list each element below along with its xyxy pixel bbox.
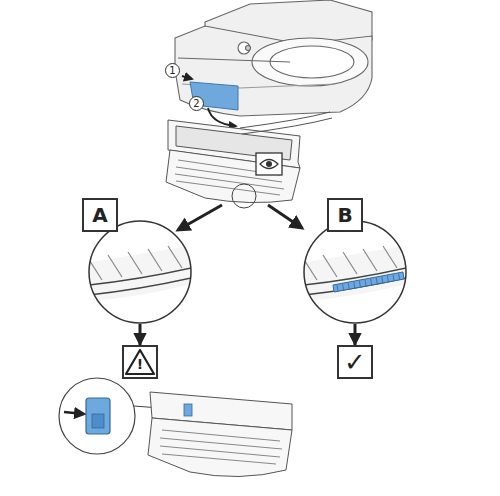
flow-arrow bbox=[354, 324, 357, 345]
blue-cover bbox=[190, 82, 238, 110]
warning-mark: ! bbox=[122, 355, 158, 373]
panel-drawing bbox=[166, 112, 332, 203]
zoom-detail: A bbox=[82, 198, 194, 324]
check-mark: ✓ bbox=[337, 345, 373, 379]
switch-detail bbox=[59, 378, 292, 477]
swing-arrow bbox=[208, 108, 236, 126]
look-symbol bbox=[256, 153, 282, 175]
callout-number: 1 bbox=[165, 63, 180, 78]
look-circle bbox=[232, 184, 256, 208]
option-letter: A bbox=[82, 198, 118, 232]
choice-arrow bbox=[178, 205, 222, 230]
flow-arrow bbox=[139, 324, 142, 345]
ok-sign: ✓ bbox=[337, 345, 373, 379]
toilet-drawing bbox=[175, 0, 372, 116]
choice-arrow bbox=[268, 205, 302, 228]
press-arrow bbox=[182, 76, 192, 79]
zoom-detail: B bbox=[303, 198, 409, 324]
callout-number: 2 bbox=[189, 96, 204, 111]
warning-sign: ! bbox=[122, 345, 158, 379]
option-letter: B bbox=[327, 198, 363, 232]
